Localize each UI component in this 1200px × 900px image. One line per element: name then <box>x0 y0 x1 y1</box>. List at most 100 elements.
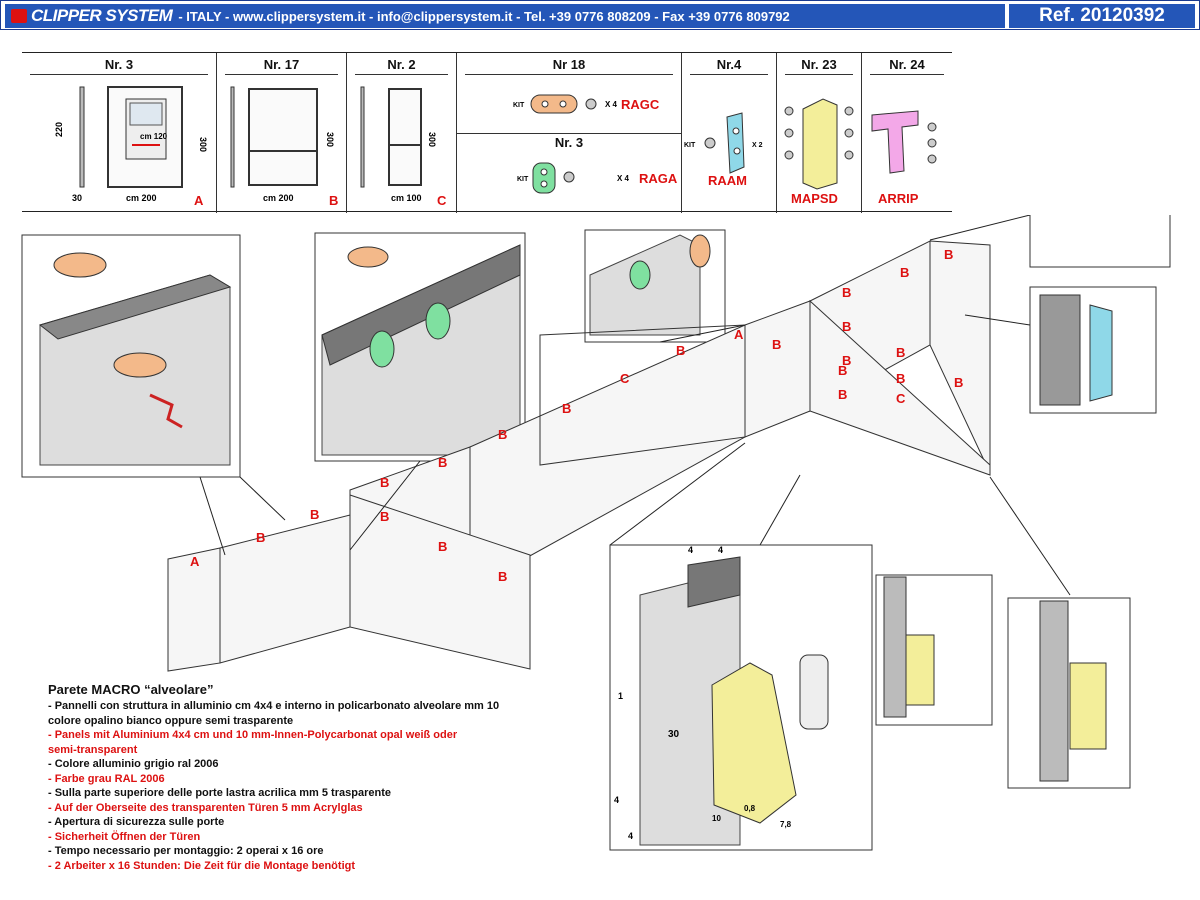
raam-bracket-drawing: KIT X 2 RAAM <box>684 112 763 188</box>
part-title: Nr. 23 <box>785 57 853 75</box>
part-title: Nr. 17 <box>225 57 338 75</box>
part-column-c: Nr. 2 300 cm 100 C <box>347 53 457 213</box>
description-line: - Tempo necessario per montaggio: 2 oper… <box>48 845 324 857</box>
dim-width-panel: cm 200 <box>126 193 157 203</box>
divider <box>457 133 681 134</box>
description-title: Parete MACRO “alveolare” <box>48 682 214 697</box>
description-lines: - Pannelli con struttura in alluminio cm… <box>48 699 588 873</box>
panel-letter: B <box>838 387 847 402</box>
detail-base-bracket-2 <box>1007 597 1131 789</box>
door-panel-drawing: 220 300 30 cm 200 cm 120 A <box>54 86 208 208</box>
panel-letter: B <box>676 343 685 358</box>
description-line: colore opalino bianco oppure semi traspa… <box>48 714 294 727</box>
part-title: Nr 18 <box>465 57 673 75</box>
detail-base-bracket-1 <box>875 574 993 726</box>
mapsd-bracket-drawing: MAPSD <box>784 98 854 206</box>
part-code: MAPSD <box>791 191 838 206</box>
description-line: - Farbe grau RAL 2006 <box>48 772 165 785</box>
panel-letter: C <box>620 371 630 386</box>
dim-base-1: 4 <box>614 795 619 805</box>
panel-letter: B <box>498 427 507 442</box>
panel-letter: B <box>838 363 847 378</box>
arrip-bracket-drawing: ARRIP <box>871 110 937 206</box>
raga-kit-drawing: KIT X 4 RAGA <box>517 162 678 194</box>
dim-door-width: cm 120 <box>140 132 168 141</box>
brand-name: CLIPPER SYSTEM <box>31 6 173 25</box>
description-line: - Apertura di sicurezza sulle porte <box>48 816 225 828</box>
panel-drawing: 300 cm 200 B <box>230 86 338 208</box>
description-line: semi-transparent <box>48 743 138 756</box>
description-line: - 2 Arbeiter x 16 Stunden: Die Zeit für … <box>48 859 356 872</box>
dim-base-2: 4 <box>628 831 633 841</box>
dim-top-2: 4 <box>718 545 723 555</box>
leader-lines <box>199 215 1071 596</box>
panel-letter: B <box>842 319 851 334</box>
contact-info: - ITALY - www.clippersystem.it - info@cl… <box>178 8 790 24</box>
panel-letter: B <box>438 455 447 470</box>
detail-ragc-connection <box>21 234 241 478</box>
description-line: - Colore alluminio grigio ral 2006 <box>48 758 219 770</box>
part-column-mapsd: Nr. 23 MAPSD <box>777 53 862 213</box>
dim-width-side: 30 <box>72 193 82 203</box>
half-panel-drawing: 300 cm 100 C <box>360 86 447 208</box>
dim-height: 300 <box>325 132 335 147</box>
kit-label: KIT <box>684 142 696 149</box>
panel-letter: B <box>944 247 953 262</box>
dim-height-door: 220 <box>54 122 64 137</box>
description-line: - Panels mit Aluminium 4x4 cm und 10 mm-… <box>48 729 458 741</box>
part-column-connectors: Nr 18 KIT X 4 RAGC Nr. 3 KIT X 4 RAGA <box>457 53 682 213</box>
panel-letter: B <box>954 375 963 390</box>
header-bar: CLIPPER SYSTEM - ITALY - www.clippersyst… <box>0 0 1200 30</box>
part-column-b: Nr. 17 300 cm 200 B <box>217 53 347 213</box>
panel-letter: A <box>734 327 744 342</box>
dim-height-panel: 300 <box>198 137 208 152</box>
panel-letter: B <box>842 353 851 368</box>
part-column-a: Nr. 3 220 300 30 cm 200 cm 120 A <box>22 53 217 213</box>
kit-label: KIT <box>513 102 525 109</box>
panel-type-letter: A <box>194 193 204 208</box>
clipper-logo-icon <box>11 9 27 23</box>
detail-mapsd-mounting: 4 4 1 30 4 4 0,8 10 7,8 <box>609 544 873 851</box>
detail-corner-connection <box>584 229 726 343</box>
part-title: Nr. 2 <box>355 57 448 75</box>
panel-letter: B <box>896 371 905 386</box>
description-line: - Auf der Oberseite des transparenten Tü… <box>48 801 363 814</box>
panel-letter: C <box>896 391 906 406</box>
panel-letter: B <box>772 337 781 352</box>
ragc-kit-drawing: KIT X 4 RAGC <box>513 94 660 114</box>
part-code: RAGC <box>621 97 660 112</box>
panel-letter: B <box>842 285 851 300</box>
product-description: Parete MACRO “alveolare” - Pannelli con … <box>48 682 588 873</box>
panel-letter: B <box>310 507 319 522</box>
panel-letter: B <box>562 401 571 416</box>
part-column-raam: Nr.4 KIT X 2 RAAM <box>682 53 777 213</box>
part-code: RAGA <box>639 171 678 186</box>
dim-depth: 7,8 <box>780 820 792 829</box>
parts-table: Nr. 3 220 300 30 cm 200 cm 120 A Nr. 17 … <box>22 52 952 213</box>
part-title: Nr. 3 <box>30 57 208 75</box>
dim-top-1: 4 <box>688 545 693 555</box>
panel-letter: B <box>900 265 909 280</box>
panel-letter: B <box>498 569 507 584</box>
panel-type-letter: C <box>437 193 447 208</box>
description-line: - Sicherheit Öffnen der Türen <box>48 830 201 843</box>
reference-number: Ref. 20120392 <box>1009 4 1195 28</box>
dim-height: 30 <box>668 729 680 740</box>
part-column-arrip: Nr. 24 ARRIP <box>862 53 952 213</box>
panel-letter: B <box>438 539 447 554</box>
part-code: RAAM <box>708 173 747 188</box>
part-title: Nr.4 <box>690 57 768 75</box>
quantity: X 2 <box>752 142 763 149</box>
dim-height: 300 <box>427 132 437 147</box>
dim-width: cm 100 <box>391 193 422 203</box>
description-line: - Pannelli con struttura in alluminio cm… <box>48 700 500 712</box>
panel-letter: B <box>380 475 389 490</box>
wall-layout <box>167 240 991 672</box>
detail-raam-bracket <box>1029 286 1157 414</box>
dim-width: 10 <box>712 814 721 823</box>
part-title: Nr. 24 <box>870 57 944 75</box>
part-title: Nr. 3 <box>554 135 584 150</box>
panel-letter: B <box>380 509 389 524</box>
